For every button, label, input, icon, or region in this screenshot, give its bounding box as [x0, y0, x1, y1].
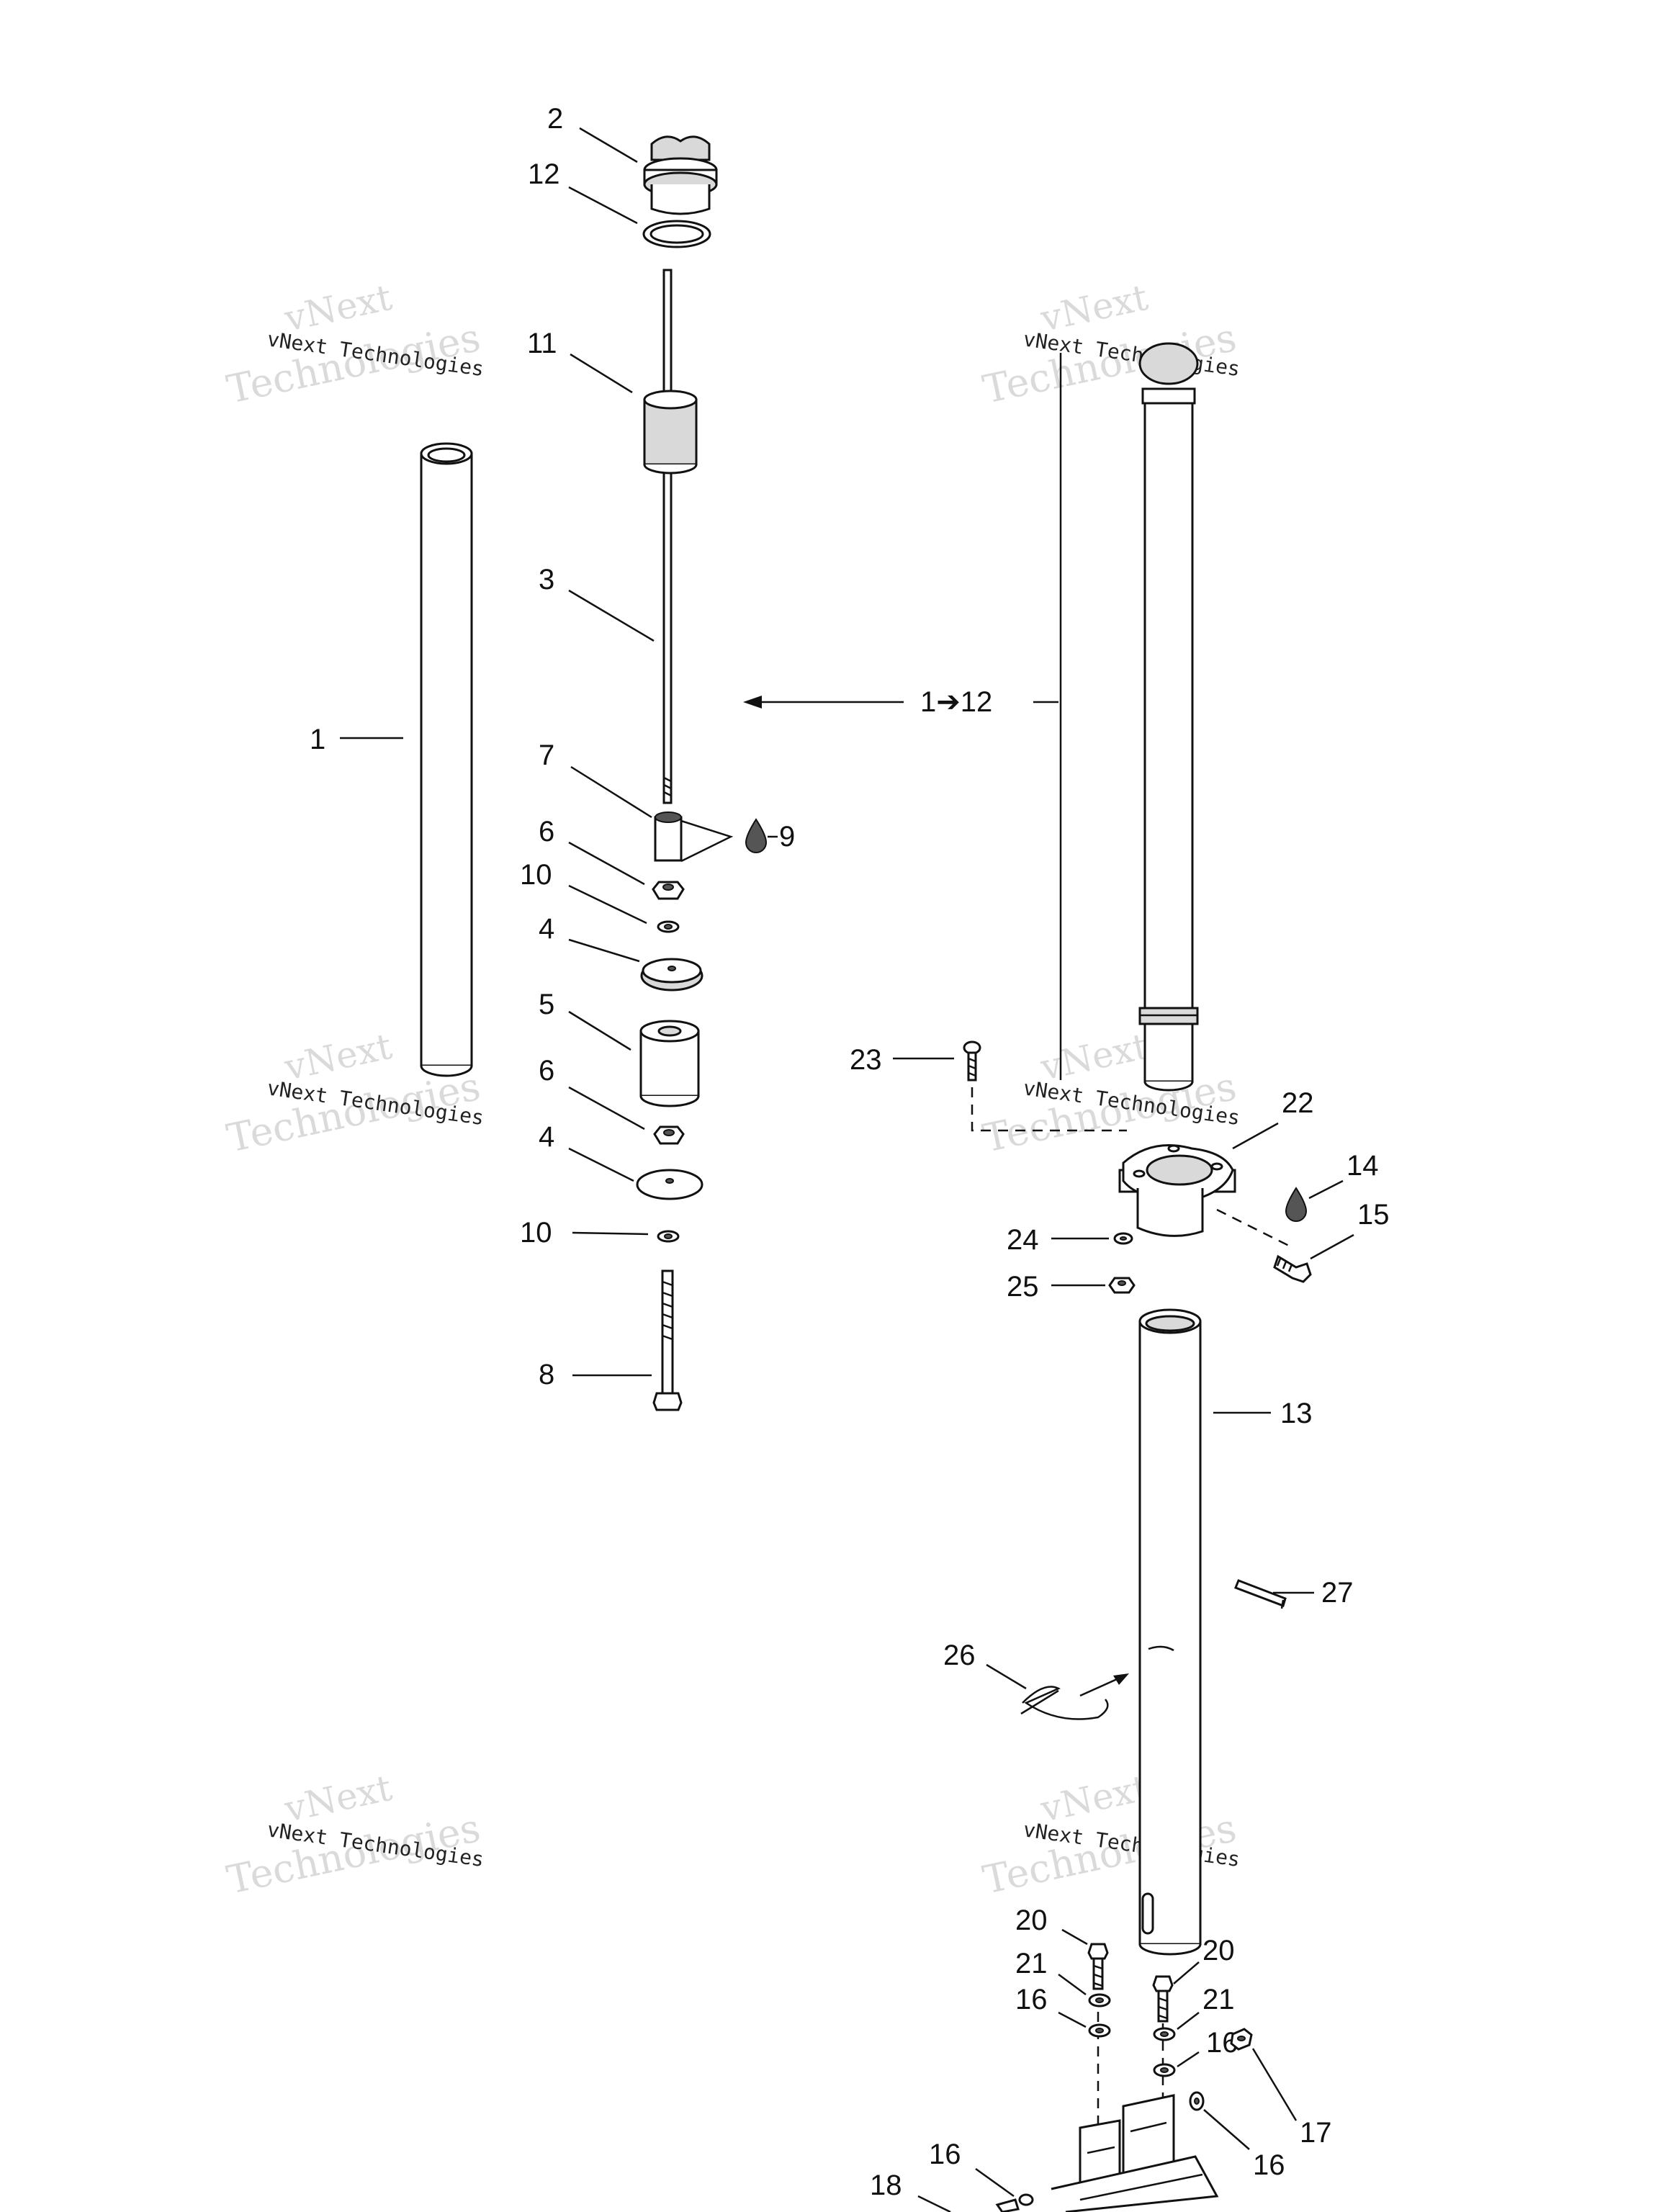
grease-9-indicator: 9: [745, 818, 795, 853]
callout-7: 7: [539, 739, 554, 771]
assembled-fork-tube: [1138, 342, 1199, 1092]
part-21-washer-left: 21: [1015, 1948, 1111, 2008]
callout-20: 20: [1015, 1905, 1048, 1936]
part-2-cap: 2: [547, 103, 718, 215]
part-25-nut: 25: [1007, 1271, 1136, 1303]
part-15-bolt: 15: [1273, 1199, 1390, 1283]
part-22-flange: 22: [1118, 1087, 1314, 1247]
callout-15: 15: [1357, 1199, 1390, 1231]
part-26-spring-clip: 26: [943, 1640, 1129, 1720]
part-3-rod: 3: [539, 269, 673, 804]
part-14-grease: 14: [1285, 1150, 1379, 1222]
callout-4: 4: [539, 1121, 554, 1153]
callout-16: 16: [1253, 2149, 1285, 2181]
watermark-text: vNext: [1036, 1025, 1151, 1089]
callout-6: 6: [539, 816, 554, 848]
watermark-mid-right: vNext Technologies vNext Technologies: [979, 1025, 1241, 1161]
watermark-text: vNext: [280, 1025, 395, 1089]
part-10-washer-lower: 10: [520, 1217, 680, 1249]
part-11-bushing: 11: [527, 328, 698, 475]
callout-24: 24: [1007, 1224, 1039, 1256]
part-4-plate-upper: 4: [539, 913, 703, 992]
callout-26: 26: [943, 1640, 976, 1671]
callout-18: 18: [870, 2170, 902, 2201]
part-12-oring: 12: [528, 158, 711, 248]
part-18-screw: 18: [870, 2170, 1020, 2212]
part-7-coupler: 7: [539, 739, 734, 863]
part-16-washer-d: 16: [929, 2139, 1034, 2206]
watermark-text: vNext: [1036, 1767, 1151, 1830]
callout-22: 22: [1282, 1087, 1314, 1119]
part-10-washer-upper: 10: [520, 859, 680, 933]
watermark-top-right: vNext Technologies vNext Technologies: [979, 276, 1241, 413]
callout-8: 8: [539, 1359, 554, 1390]
callout-16: 16: [929, 2139, 961, 2170]
callout-9: 9: [779, 821, 795, 853]
oil-drop-icon: [745, 818, 768, 853]
callout-1: 1: [310, 724, 325, 755]
callout-10: 10: [520, 1217, 552, 1249]
part-8-bolt: 8: [539, 1269, 683, 1411]
part-6-nut-lower: 6: [539, 1055, 685, 1145]
part-21-washer-right: 21: [1153, 1984, 1235, 2041]
part-6-nut-upper: 6: [539, 816, 685, 900]
callout-27: 27: [1321, 1577, 1354, 1609]
part-20-bolt-left: 20: [1015, 1905, 1109, 2160]
watermark-bottom-right: vNext Technologies vNext Technologies: [979, 1767, 1241, 1903]
watermark-top-left: vNext Technologies vNext Technologies: [223, 276, 485, 413]
oil-drop-icon: [1285, 1187, 1308, 1222]
callout-25: 25: [1007, 1271, 1039, 1303]
callout-20: 20: [1202, 1935, 1235, 1966]
callout-3: 3: [539, 564, 554, 595]
part-16-washer-c: 16: [1189, 2091, 1285, 2181]
callout-23: 23: [850, 1044, 882, 1076]
part-1-outer-tube: 1: [310, 442, 473, 1077]
part-16-washer-b: 16: [1153, 2027, 1238, 2077]
part-17-nut: 17: [1230, 2028, 1332, 2149]
assembly-1-12-reference: 1➔12: [743, 353, 1062, 1080]
callout-16: 16: [1015, 1984, 1048, 2015]
part-27-clip: 27: [1234, 1577, 1354, 1609]
callout-10: 10: [520, 859, 552, 891]
watermark-text: vNext: [280, 1767, 395, 1830]
callout-4: 4: [539, 913, 554, 945]
part-5-bumper: 5: [539, 989, 700, 1107]
callout-17: 17: [1300, 2117, 1332, 2149]
callout-1-12: 1➔12: [920, 686, 992, 718]
watermark-text: vNext: [1036, 276, 1151, 340]
callout-12: 12: [528, 158, 560, 190]
part-16-washer-a: 16: [1015, 1984, 1111, 2038]
callout-21: 21: [1015, 1948, 1048, 1979]
part-13-lower-tube: 13: [1138, 1308, 1313, 1956]
part-4-plate-lower: 4: [539, 1121, 703, 1200]
part-24-washer: 24: [1007, 1224, 1133, 1256]
callout-5: 5: [539, 989, 554, 1020]
watermark-bottom-left: vNext Technologies vNext Technologies: [223, 1767, 485, 1903]
callout-6: 6: [539, 1055, 554, 1087]
watermark-text: vNext: [280, 276, 395, 340]
callout-11: 11: [527, 328, 557, 359]
mounting-bracket: [1051, 2094, 1219, 2212]
callout-13: 13: [1280, 1398, 1313, 1429]
part-23-screw: 23: [850, 1040, 1127, 1132]
callout-21: 21: [1202, 1984, 1235, 2015]
callout-2: 2: [547, 103, 563, 135]
callout-14: 14: [1346, 1150, 1379, 1182]
